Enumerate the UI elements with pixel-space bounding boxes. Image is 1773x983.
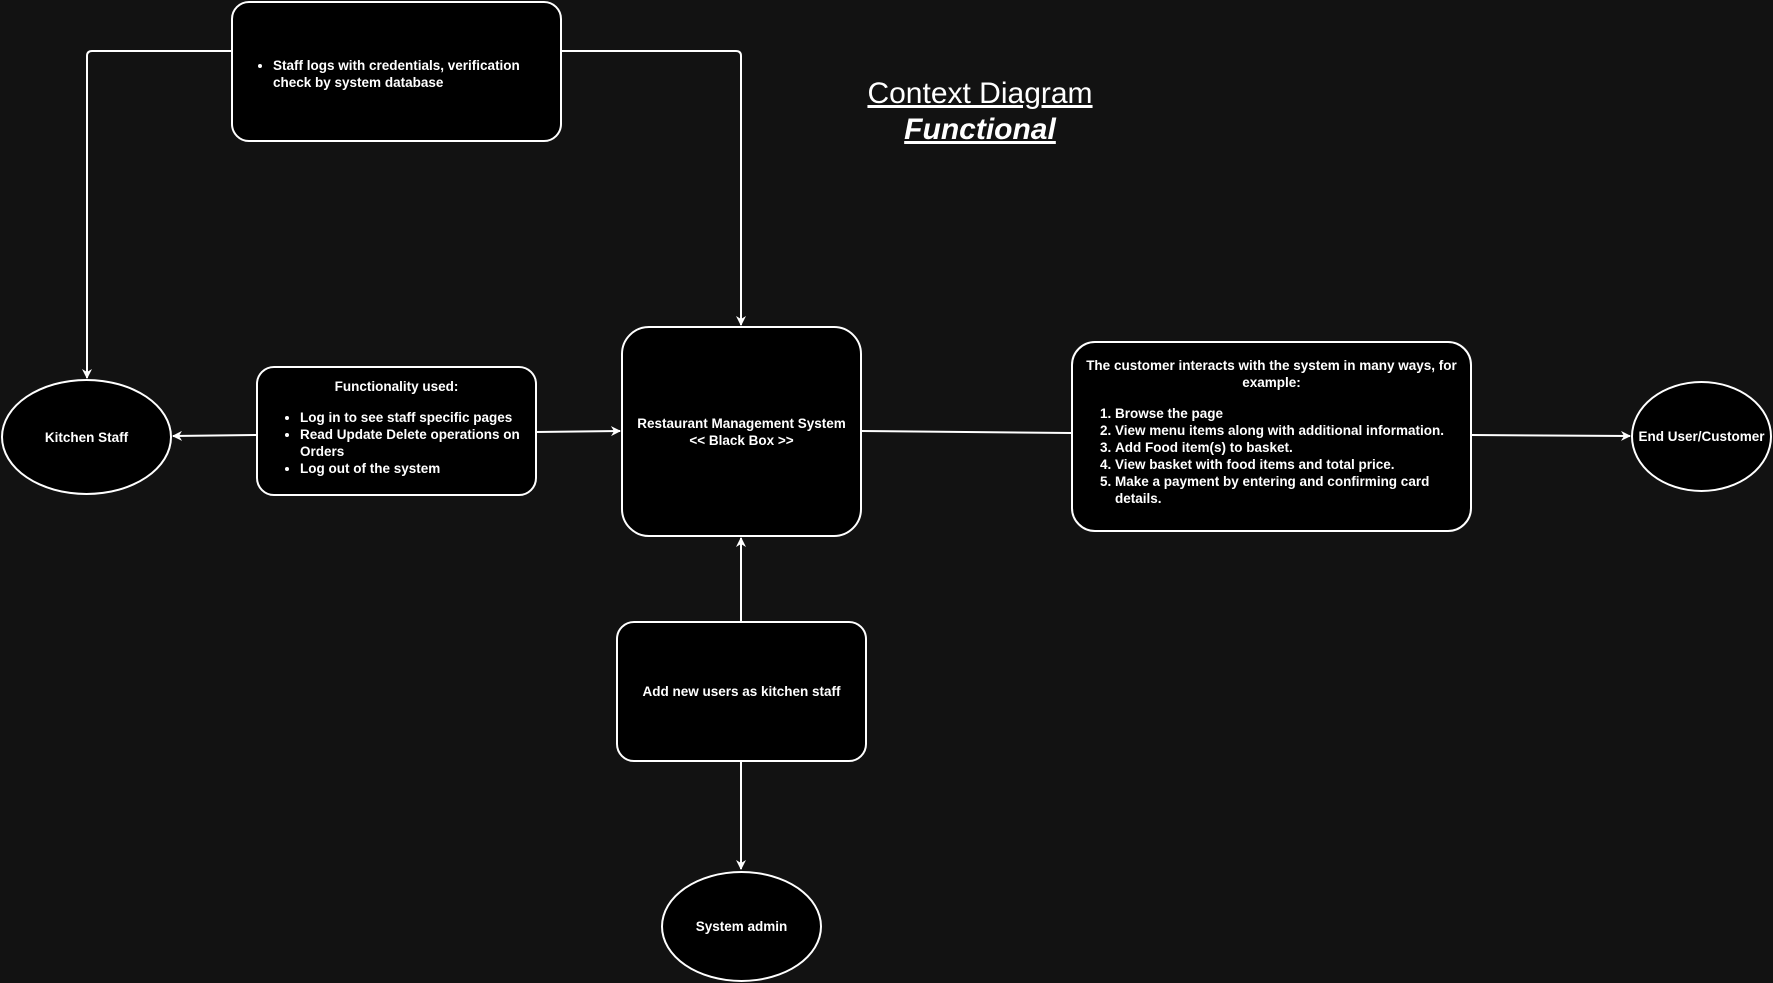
- staff-login-box[interactable]: Staff logs with credentials, verificatio…: [231, 1, 562, 142]
- list-item: Add Food item(s) to basket.: [1115, 439, 1464, 456]
- system-admin-actor[interactable]: System admin: [661, 871, 822, 982]
- list-item: Log out of the system: [300, 460, 525, 477]
- edge-functionality-to-system: [535, 426, 621, 437]
- kitchen-staff-label: Kitchen Staff: [44, 429, 129, 445]
- add-users-box[interactable]: Add new users as kitchen staff: [616, 621, 867, 762]
- edge-system-to-customer-info: [860, 430, 1072, 434]
- edge-customer-info-to-end-user: [1470, 430, 1631, 441]
- edge-functionality-to-kitchen-staff: [172, 430, 258, 441]
- restaurant-management-system[interactable]: Restaurant Management System << Black Bo…: [621, 326, 862, 537]
- edge-login-to-system: [561, 50, 746, 326]
- customer-interaction-list: Browse the page View menu items along wi…: [1079, 405, 1464, 507]
- list-item: View menu items along with additional in…: [1115, 422, 1464, 439]
- add-users-label: Add new users as kitchen staff: [642, 684, 841, 699]
- list-item: Log in to see staff specific pages: [300, 409, 525, 426]
- title-line-1: Context Diagram: [867, 77, 1093, 110]
- functionality-heading: Functionality used:: [334, 379, 459, 394]
- functionality-list: Log in to see staff specific pages Read …: [258, 409, 525, 477]
- list-item: View basket with food items and total pr…: [1115, 456, 1464, 473]
- edge-login-to-kitchen-staff: [82, 50, 231, 379]
- list-item: Read Update Delete operations on Orders: [300, 426, 525, 460]
- system-stereotype: << Black Box >>: [689, 432, 794, 448]
- end-user-label: End User/Customer: [1638, 429, 1765, 444]
- list-item: Staff logs with credentials, verificatio…: [273, 57, 550, 91]
- system-name: Restaurant Management System: [637, 415, 846, 431]
- functionality-box[interactable]: Functionality used: Log in to see staff …: [256, 366, 537, 496]
- list-item: Make a payment by entering and confirmin…: [1115, 473, 1464, 507]
- diagram-title: Context Diagram Functional: [780, 76, 1180, 148]
- title-line-2: Functional: [904, 113, 1056, 146]
- customer-interaction-heading: The customer interacts with the system i…: [1086, 358, 1457, 390]
- end-user-actor[interactable]: End User/Customer: [1631, 381, 1772, 492]
- customer-interaction-box[interactable]: The customer interacts with the system i…: [1071, 341, 1472, 532]
- staff-login-list: Staff logs with credentials, verificatio…: [233, 57, 550, 91]
- system-admin-label: System admin: [695, 919, 788, 934]
- kitchen-staff-actor[interactable]: Kitchen Staff: [1, 379, 172, 495]
- list-item: Browse the page: [1115, 405, 1464, 422]
